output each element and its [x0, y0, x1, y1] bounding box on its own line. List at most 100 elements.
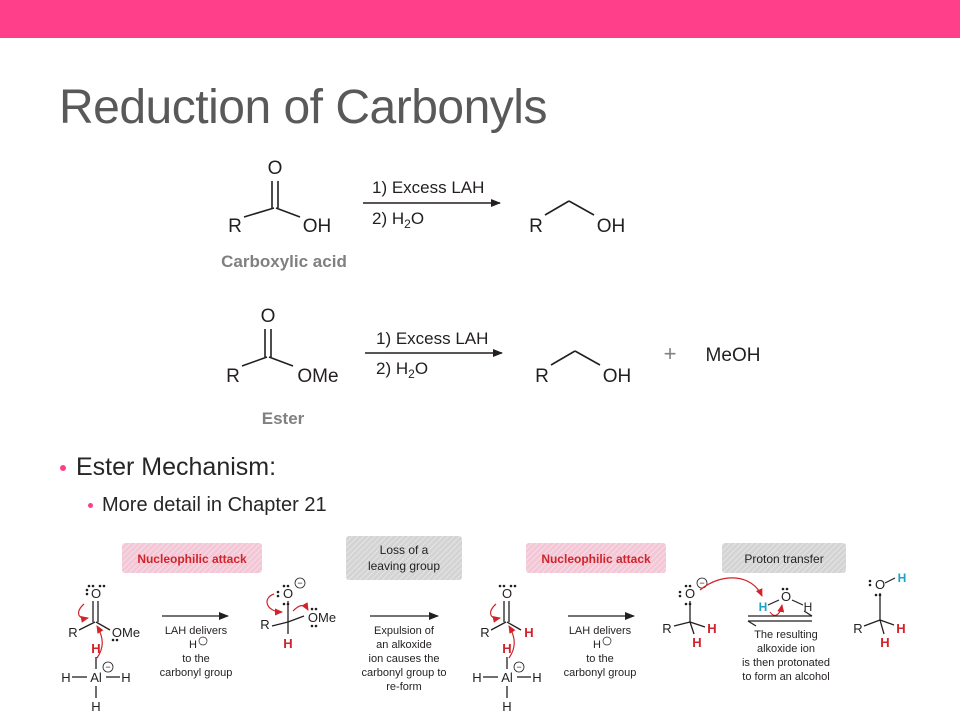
mechanism-structure-4: O − R H H H O H The resulting alkoxide i… — [662, 577, 830, 683]
caption-1-line-2: H — [189, 639, 197, 651]
m1-al: Al — [90, 670, 102, 685]
ester-r-bond — [241, 356, 268, 367]
carbonyl-oxygen-label: O — [268, 158, 283, 179]
caption-3-line-2: H — [593, 639, 601, 651]
m2-oxygen: O — [283, 586, 293, 601]
banner-text-1: Nucleophilic attack — [137, 552, 247, 566]
mechanism-step-1: LAH delivers H to the carbonyl group — [160, 612, 233, 679]
banner-text-2b: leaving group — [368, 559, 440, 573]
water-h-left: H — [759, 600, 768, 614]
mechanism-step-2: Expulsion of an alkoxide ion causes the … — [362, 612, 447, 693]
ester-r-label: R — [226, 366, 240, 387]
caption-4-line-4: to form an alcohol — [742, 671, 829, 683]
m3-al-h-left: H — [472, 670, 481, 685]
ester-product-bond-2 — [574, 350, 601, 366]
caption-2-line-4: carbonyl group to — [362, 667, 447, 679]
caption-1-line-4: carbonyl group — [160, 667, 233, 679]
water-h-right: H — [804, 600, 813, 614]
ester-reagent-step-1: 1) Excess LAH — [376, 329, 488, 348]
m1-r: R — [68, 625, 77, 640]
r-group-label: R — [228, 216, 242, 237]
mechanism-structure-final: O H R H H — [853, 571, 906, 650]
m1-al-h-right: H — [121, 670, 130, 685]
product-bond-1 — [544, 200, 570, 216]
r-bond — [243, 207, 275, 218]
ester-ome-label: OMe — [297, 366, 338, 387]
final-r: R — [853, 621, 862, 636]
reaction-ester: O R OMe Ester 1) Excess LAH 2) H2O R OH … — [226, 306, 760, 428]
mechanism-structure-3: O R H H Al − H H H — [472, 584, 542, 714]
sub-bullet-dot — [88, 503, 93, 508]
m2-charge: − — [297, 578, 302, 588]
caption-2-line-2: an alkoxide — [376, 639, 432, 651]
reagent-step-1: 1) Excess LAH — [372, 178, 484, 197]
bullet-chapter-detail: More detail in Chapter 21 — [88, 494, 327, 517]
water-oxygen: O — [781, 589, 791, 604]
m2-r: R — [260, 617, 269, 632]
mechanism-structure-1: O R OMe H Al − H H H — [61, 584, 140, 714]
m2-hydrogen: H — [283, 636, 292, 651]
m1-al-h-bottom: H — [91, 699, 100, 714]
m3-hydride: H — [502, 641, 511, 656]
caption-4-line-2: alkoxide ion — [757, 643, 815, 655]
m3-al-h-right: H — [532, 670, 541, 685]
ester-product-r: R — [535, 366, 549, 387]
caption-3-line-1: LAH delivers — [569, 625, 632, 637]
m4-h-2: H — [692, 635, 701, 650]
sub-bullet-text: More detail in Chapter 21 — [102, 494, 327, 516]
m3-oxygen: O — [502, 586, 512, 601]
final-h-1: H — [896, 621, 905, 636]
caption-2-line-5: re-form — [386, 681, 421, 693]
top-accent-bar — [0, 0, 960, 38]
m4-curved-arrow-2 — [769, 604, 785, 616]
ester-reagent-step-2: 2) H2O — [376, 359, 428, 381]
banner-proton-transfer — [722, 543, 846, 573]
banner-text-4: Proton transfer — [744, 552, 823, 566]
reaction-carboxylic-acid: O R OH Carboxylic acid 1) Excess LAH 2) … — [221, 158, 625, 271]
banner-nucleophilic-attack-2 — [526, 543, 666, 573]
caption-3-line-4: carbonyl group — [564, 667, 637, 679]
caption-4-line-1: The resulting — [754, 629, 818, 641]
reagent-step-2: 2) H2O — [372, 209, 424, 231]
banner-text-3: Nucleophilic attack — [541, 552, 651, 566]
caption-1-line-1: LAH delivers — [165, 625, 228, 637]
m2-curved-arrow-1 — [266, 593, 283, 616]
bullet-text: Ester Mechanism: — [76, 453, 277, 481]
methanol-byproduct: MeOH — [706, 345, 761, 366]
m4-oxygen: O — [685, 586, 695, 601]
ester-product-oh: OH — [603, 366, 632, 387]
bullet-dot — [60, 464, 66, 471]
ester-label: Ester — [262, 409, 305, 428]
caption-2-line-3: ion causes the — [369, 653, 440, 665]
m3-h-carbonyl: H — [524, 625, 533, 640]
m4-charge: − — [699, 578, 704, 588]
final-h-2: H — [880, 635, 889, 650]
caption-4-line-3: is then protonated — [742, 657, 830, 669]
ester-product-bond-1 — [550, 350, 576, 366]
m2-ome: OMe — [308, 610, 336, 625]
m3-curved-arrow-2 — [508, 625, 516, 659]
m1-hydride: H — [91, 641, 100, 656]
ester-ome-bond — [268, 356, 294, 367]
m1-al-h-left: H — [61, 670, 70, 685]
product-bond-2 — [568, 200, 595, 216]
final-oxygen: O — [875, 577, 885, 592]
slide-title: Reduction of Carbonyls — [59, 81, 547, 134]
plus-sign: + — [664, 341, 677, 366]
banner-nucleophilic-attack-1 — [122, 543, 262, 573]
oh-bond — [275, 207, 301, 218]
m3-al-charge: − — [516, 662, 521, 672]
carboxylic-acid-label: Carboxylic acid — [221, 252, 347, 271]
mechanism-banners: Nucleophilic attack Loss of a leaving gr… — [122, 536, 846, 580]
m1-oxygen: O — [91, 586, 101, 601]
m3-al-h-bottom: H — [502, 699, 511, 714]
m1-al-charge: − — [105, 662, 110, 672]
bullet-ester-mechanism: Ester Mechanism: — [60, 453, 276, 482]
caption-3-line-3: to the — [586, 653, 614, 665]
m3-r: R — [480, 625, 489, 640]
mechanism-step-3: LAH delivers H to the carbonyl group — [564, 612, 637, 679]
m2-curved-arrow-2 — [292, 602, 309, 612]
m4-h-1: H — [707, 621, 716, 636]
product-r-label: R — [529, 216, 543, 237]
